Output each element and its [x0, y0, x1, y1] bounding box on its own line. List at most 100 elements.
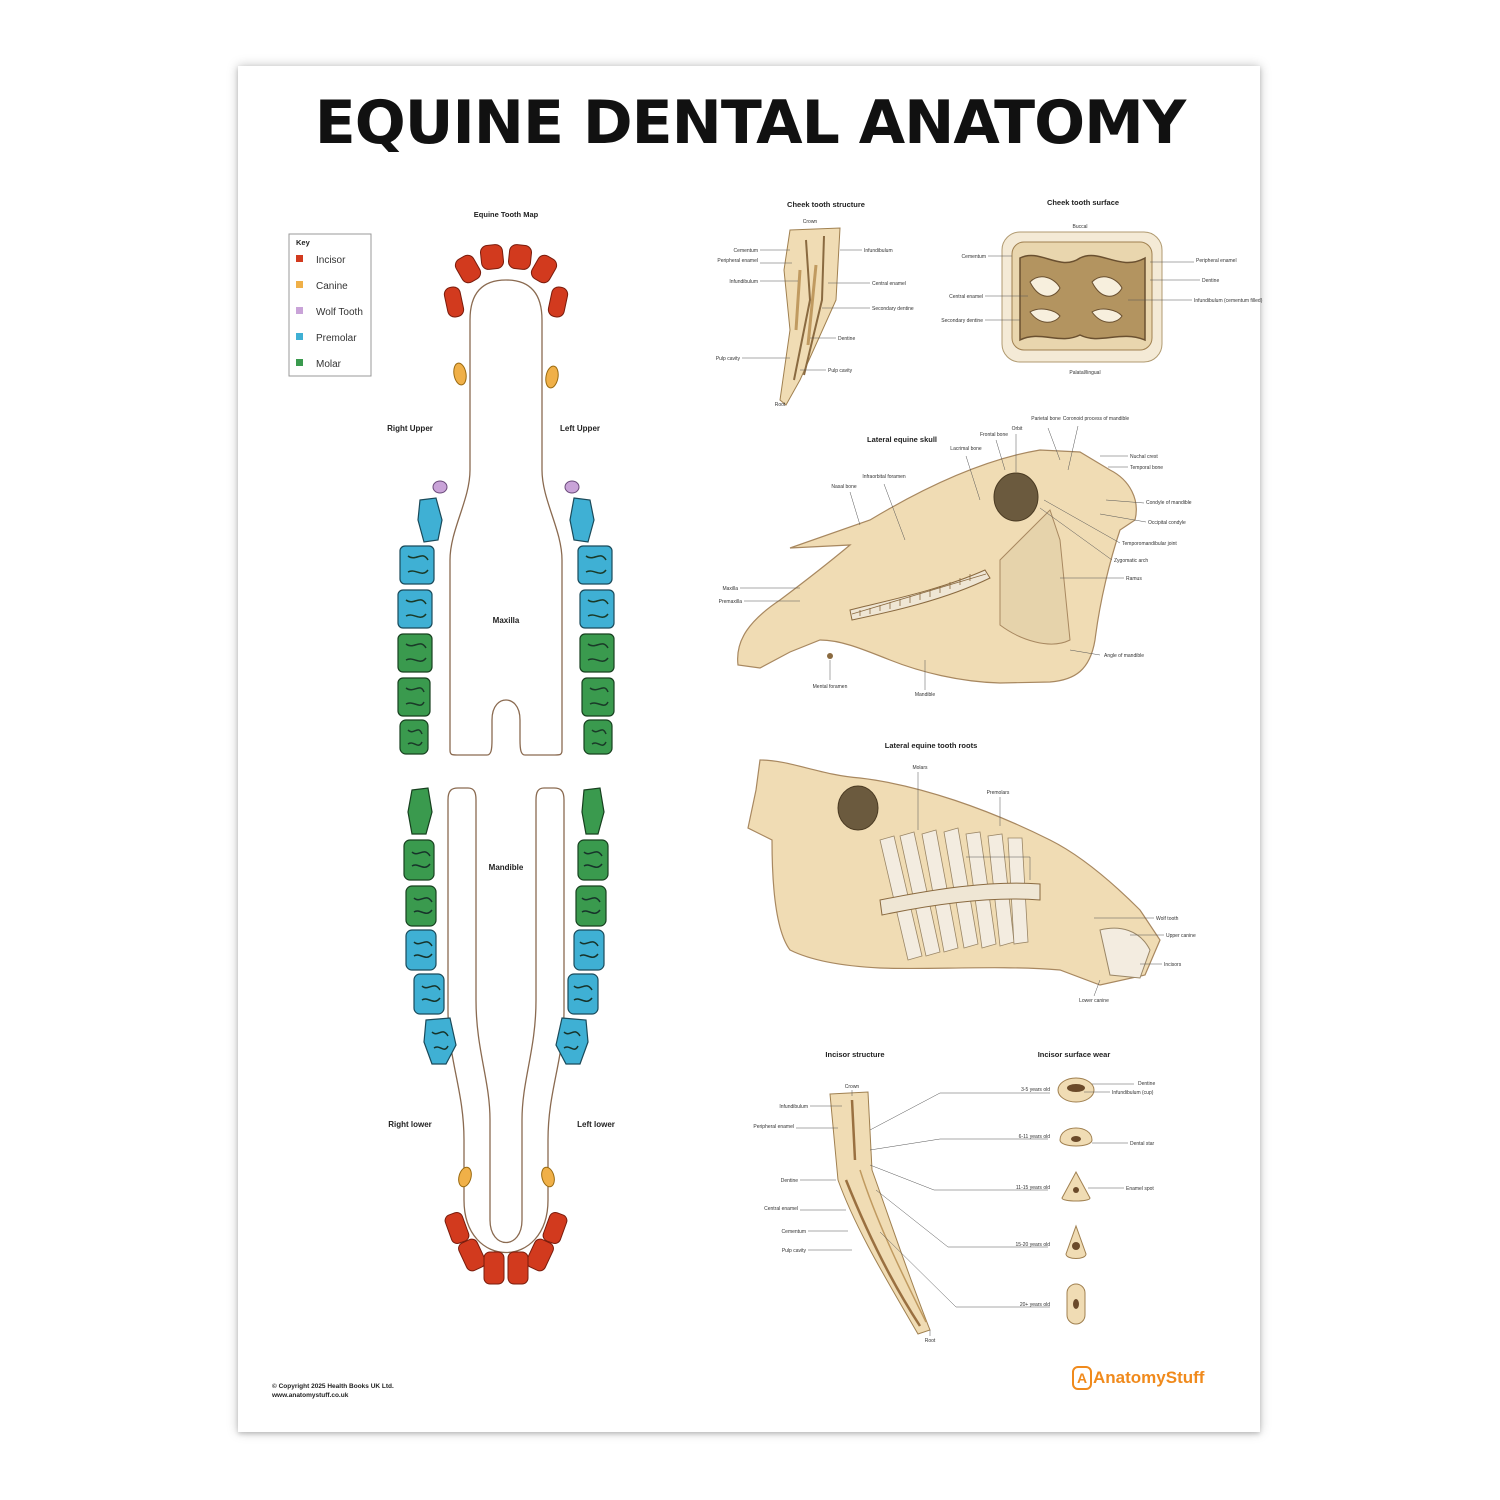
- incisor-wear-title: Incisor surface wear: [1038, 1050, 1111, 1059]
- svg-text:Condyle of mandible: Condyle of mandible: [1146, 500, 1192, 506]
- svg-text:Infundibulum: Infundibulum: [729, 279, 758, 285]
- svg-text:Nuchal crest: Nuchal crest: [1130, 454, 1158, 460]
- svg-text:Lower canine: Lower canine: [1079, 998, 1109, 1004]
- cheek-structure-title: Cheek tooth structure: [787, 200, 865, 209]
- svg-text:Angle of mandible: Angle of mandible: [1104, 653, 1144, 659]
- wolf-teeth: [432, 480, 580, 494]
- svg-text:Orbit: Orbit: [1012, 426, 1023, 432]
- tooth-key: Key Incisor Canine Wolf Tooth Premolar M…: [288, 233, 372, 377]
- svg-text:Dentine: Dentine: [1138, 1081, 1155, 1087]
- lower-canines: [458, 1166, 555, 1188]
- website-link[interactable]: www.anatomystuff.co.uk: [272, 1392, 349, 1399]
- key-canine: Canine: [316, 281, 348, 292]
- right-upper-label: Right Upper: [387, 424, 433, 433]
- svg-text:Peripheral enamel: Peripheral enamel: [753, 1124, 794, 1130]
- poster-title: EQUINE DENTAL ANATOMY: [314, 88, 1186, 158]
- svg-text:Infundibulum (cup): Infundibulum (cup): [1112, 1090, 1154, 1096]
- lateral-skull: Lateral equine skull Nasal bone Infraorb…: [719, 416, 1192, 698]
- incisor-wear: Incisor surface wear 3-5 years old 6-11 …: [869, 1050, 1155, 1325]
- svg-text:Root: Root: [925, 1338, 936, 1344]
- left-upper-label: Left Upper: [560, 424, 600, 433]
- svg-text:Central enamel: Central enamel: [949, 294, 983, 300]
- maxilla-outline: [449, 279, 563, 756]
- svg-text:Dental star: Dental star: [1130, 1141, 1155, 1147]
- svg-text:Mandible: Mandible: [915, 692, 936, 698]
- svg-text:Pulp cavity: Pulp cavity: [828, 368, 853, 374]
- svg-text:Buccal: Buccal: [1072, 224, 1087, 230]
- copyright-notice: © Copyright 2025 Health Books UK Ltd. ww…: [272, 1383, 394, 1399]
- svg-text:Premaxilla: Premaxilla: [719, 599, 743, 605]
- cheek-tooth-structure: Cheek tooth structure Crown Cementum Per…: [716, 200, 914, 408]
- svg-text:Occipital condyle: Occipital condyle: [1148, 520, 1186, 526]
- svg-text:Upper canine: Upper canine: [1166, 933, 1196, 939]
- svg-text:Maxilla: Maxilla: [722, 586, 738, 592]
- tooth-map-title: Equine Tooth Map: [474, 210, 539, 219]
- svg-text:Cementum: Cementum: [782, 1229, 806, 1235]
- svg-text:Secondary dentine: Secondary dentine: [872, 306, 914, 312]
- upper-canines: [453, 362, 559, 389]
- key-title: Key: [296, 238, 311, 247]
- svg-text:Coronoid process of mandible: Coronoid process of mandible: [1063, 416, 1130, 422]
- roots-title: Lateral equine tooth roots: [885, 741, 978, 750]
- svg-text:6-11 years old: 6-11 years old: [1019, 1134, 1051, 1140]
- svg-text:Mental foramen: Mental foramen: [813, 684, 848, 690]
- svg-text:Crown: Crown: [845, 1084, 860, 1090]
- lower-incisors: [444, 1212, 568, 1285]
- svg-text:Pulp cavity: Pulp cavity: [716, 356, 741, 362]
- cheek-tooth-surface: Cheek tooth surface Buccal Cementum Peri…: [941, 198, 1262, 376]
- maxilla-label: Maxilla: [493, 616, 520, 625]
- svg-text:Dentine: Dentine: [838, 336, 855, 342]
- svg-text:Enamel spot: Enamel spot: [1126, 1186, 1154, 1192]
- svg-text:Central enamel: Central enamel: [764, 1206, 798, 1212]
- svg-text:Dentine: Dentine: [781, 1178, 798, 1184]
- svg-text:Frontal bone: Frontal bone: [980, 432, 1008, 438]
- svg-text:3-5 years old: 3-5 years old: [1021, 1087, 1050, 1093]
- svg-text:Lacrimal bone: Lacrimal bone: [950, 446, 982, 452]
- svg-text:Wolf tooth: Wolf tooth: [1156, 916, 1179, 922]
- mandible-outline: [447, 787, 565, 1253]
- svg-text:Molars: Molars: [912, 765, 928, 771]
- svg-text:Root: Root: [775, 402, 786, 408]
- upper-incisors: [443, 244, 569, 318]
- incisor-structure-title: Incisor structure: [825, 1050, 884, 1059]
- svg-text:Dentine: Dentine: [1202, 278, 1219, 284]
- svg-text:Palatal/lingual: Palatal/lingual: [1069, 370, 1100, 376]
- svg-text:Infraorbital foramen: Infraorbital foramen: [862, 474, 906, 480]
- svg-text:Temporomandibular joint: Temporomandibular joint: [1122, 541, 1177, 547]
- svg-text:Cementum: Cementum: [734, 248, 758, 254]
- svg-text:Crown: Crown: [803, 219, 818, 225]
- key-molar: Molar: [316, 359, 342, 370]
- incisor-structure: Incisor structure Crown Infundibulum Per…: [753, 1050, 935, 1344]
- svg-text:Central enamel: Central enamel: [872, 281, 906, 287]
- svg-text:Infundibulum: Infundibulum: [864, 248, 893, 254]
- svg-text:Premolars: Premolars: [987, 790, 1010, 796]
- svg-text:Pulp cavity: Pulp cavity: [782, 1248, 807, 1254]
- svg-text:Nasal bone: Nasal bone: [831, 484, 857, 490]
- svg-text:20+ years old: 20+ years old: [1020, 1302, 1050, 1308]
- lower-premolars: [405, 929, 605, 1065]
- brand-mark-icon: A: [1072, 1366, 1092, 1390]
- svg-text:Parietal bone: Parietal bone: [1031, 416, 1061, 422]
- key-premolar: Premolar: [316, 333, 357, 344]
- svg-text:Ramus: Ramus: [1126, 576, 1142, 582]
- svg-text:Peripheral enamel: Peripheral enamel: [1196, 258, 1237, 264]
- tooth-roots: Lateral equine tooth roots Molars Premol…: [747, 741, 1196, 1004]
- upper-cheek-tooth-patterns: [405, 555, 609, 746]
- mandible-label: Mandible: [489, 863, 524, 872]
- skull-title: Lateral equine skull: [867, 435, 937, 444]
- svg-text:Peripheral enamel: Peripheral enamel: [717, 258, 758, 264]
- tooth-map: Equine Tooth Map Key Incisor Canine Wolf…: [288, 210, 615, 1285]
- svg-text:Zygomatic arch: Zygomatic arch: [1114, 558, 1148, 564]
- svg-text:Incisors: Incisors: [1164, 962, 1182, 968]
- lower-cheek-tooth-patterns: [411, 851, 603, 1050]
- svg-text:11-15 years old: 11-15 years old: [1016, 1185, 1050, 1191]
- cheek-surface-title: Cheek tooth surface: [1047, 198, 1119, 207]
- svg-text:15-20 years old: 15-20 years old: [1016, 1242, 1051, 1248]
- lower-molars: [403, 787, 609, 927]
- svg-text:Infundibulum (cementum filled): Infundibulum (cementum filled): [1194, 298, 1263, 304]
- left-lower-label: Left lower: [577, 1120, 615, 1129]
- key-wolf-tooth: Wolf Tooth: [316, 307, 363, 318]
- svg-text:Cementum: Cementum: [962, 254, 986, 260]
